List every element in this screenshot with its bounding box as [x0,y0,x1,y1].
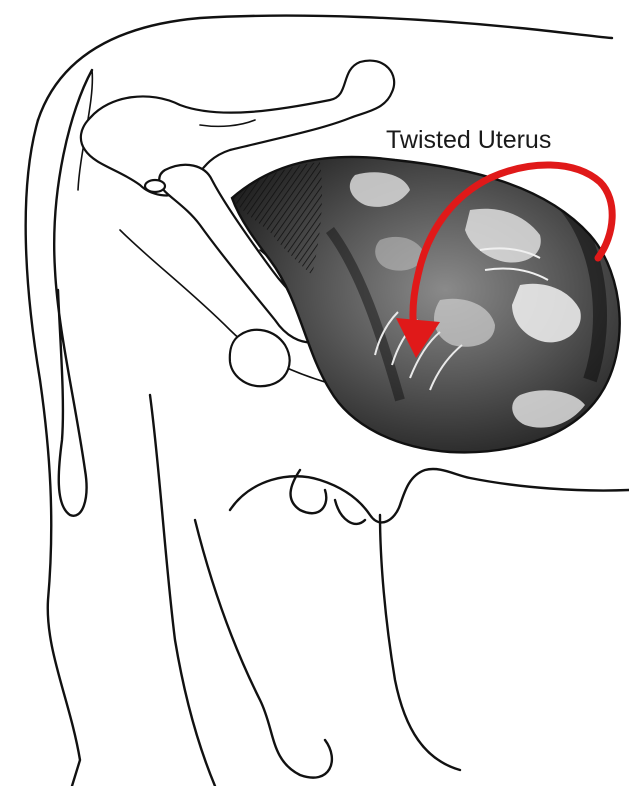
rear-leg [150,395,215,786]
diagram-label: Twisted Uterus [386,126,551,154]
